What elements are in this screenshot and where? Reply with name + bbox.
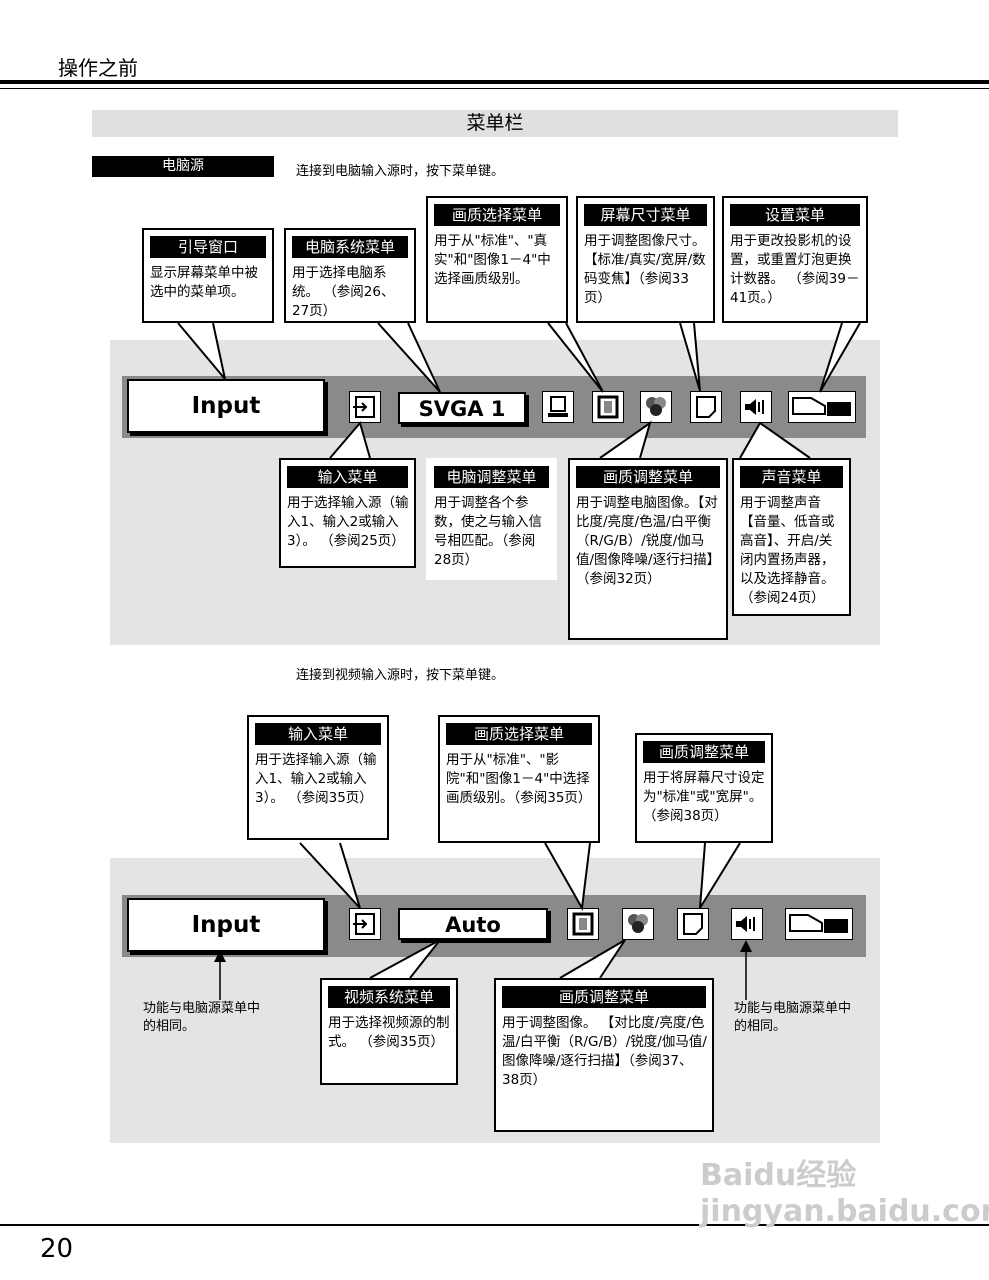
video-guide-window: Input	[127, 898, 325, 952]
video-input-menu-icon[interactable]	[349, 908, 381, 940]
video-box-image-adjust: 画质调整菜单用于调整图像。 【对比度/亮度/色温/白平衡（R/G/B）/锐度/伽…	[494, 978, 714, 1132]
header-rule	[0, 80, 989, 84]
pc-guide-window: Input	[127, 379, 325, 433]
pc-box-setting: 设置菜单用于更改投影机的设置，或重置灯泡更换计数器。 （参阅39－41页。）	[722, 196, 868, 323]
pc-box-sound: 声音菜单用于调整声音【音量、低音或高音】、开启/关闭内置扬声器，以及选择静音。 …	[732, 458, 851, 616]
pc-box-image-adjust: 画质调整菜单用于调整电脑图像。【对比度/亮度/色温/白平衡（R/G/B）/锐度/…	[568, 458, 728, 640]
screen-size-icon[interactable]	[690, 391, 722, 423]
header-rule-thin	[0, 88, 989, 89]
pc-box-pc-adjust: 电脑调整菜单用于调整各个参数，使之与输入信号相匹配。（参阅28页）	[426, 458, 557, 580]
setting-icon[interactable]	[788, 391, 856, 423]
video-box-video-system: 视频系统菜单用于选择视频源的制式。 （参阅35页）	[320, 978, 458, 1085]
pc-system-display: SVGA 1	[398, 392, 526, 424]
video-note-left: 功能与电脑源菜单中的相同。	[143, 1001, 261, 1034]
video-image-select-icon[interactable]	[567, 908, 599, 940]
pc-instruction: 连接到电脑输入源时，按下菜单键。	[296, 164, 505, 179]
video-screen-size-icon[interactable]	[677, 908, 709, 940]
video-box-input: 输入菜单用于选择输入源（输入1、输入2或输入3）。 （参阅35页）	[247, 715, 389, 840]
video-sound-icon[interactable]	[731, 908, 763, 940]
pc-box-pc-system: 电脑系统菜单用于选择电脑系统。 （参阅26、27页）	[284, 228, 416, 323]
pc-box-guide-window: 引导窗口显示屏幕菜单中被选中的菜单项。	[142, 228, 274, 323]
video-image-adjust-icon[interactable]	[622, 908, 654, 940]
pc-box-screen-size: 屏幕尺寸菜单用于调整图像尺寸。【标准/真实/宽屏/数码变焦】（参阅33页）	[576, 196, 715, 323]
page-header-title: 操作之前	[58, 56, 138, 80]
pc-adjust-icon[interactable]	[542, 391, 574, 423]
video-box-screen: 画质调整菜单用于将屏幕尺寸设定为"标准"或"宽屏"。 （参阅38页）	[635, 733, 773, 843]
watermark: Baidu经验 jingyan.baidu.com	[700, 1158, 989, 1229]
page-number: 20	[40, 1234, 74, 1264]
input-menu-icon[interactable]	[349, 391, 381, 423]
video-system-display: Auto	[398, 908, 548, 940]
video-setting-icon[interactable]	[785, 908, 853, 940]
pc-box-image-select: 画质选择菜单用于从"标准"、"真实"和"图像1－4"中选择画质级别。	[426, 196, 568, 323]
pc-box-input: 输入菜单用于选择输入源（输入1、输入2或输入3）。 （参阅25页）	[279, 458, 416, 568]
pc-source-tag: 电脑源	[92, 156, 274, 177]
image-adjust-icon[interactable]	[640, 391, 672, 423]
footer-rule	[0, 1224, 989, 1226]
video-note-right: 功能与电脑源菜单中的相同。	[734, 1001, 852, 1034]
video-instruction: 连接到视频输入源时，按下菜单键。	[296, 668, 505, 683]
section-title: 菜单栏	[92, 110, 898, 137]
video-box-image-select: 画质选择菜单用于从"标准"、"影院"和"图像1－4"中选择画质级别。（参阅35页…	[438, 715, 600, 843]
image-select-icon[interactable]	[592, 391, 624, 423]
sound-icon[interactable]	[740, 391, 772, 423]
